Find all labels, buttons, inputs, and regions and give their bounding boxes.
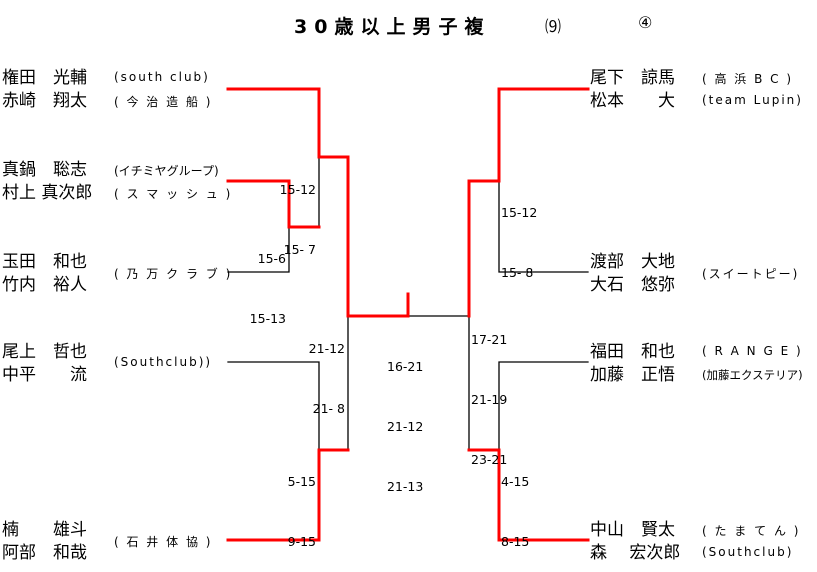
player-name: 福田 和也 (590, 342, 675, 362)
line-left-team1-win (226, 87, 350, 159)
score-game: 8-15 (501, 534, 530, 549)
score-final: 16-21 21-12 21-13 (387, 317, 423, 517)
line-right-team2 (498, 180, 589, 273)
player-name: 中平 流 (2, 365, 87, 385)
player-name: 権田 光輔 (2, 68, 87, 88)
score-game: 21-12 (387, 419, 424, 434)
score-left-r2-top: 15-12 15- 7 (240, 140, 316, 280)
player-name: 赤崎 翔太 (2, 91, 87, 111)
line-left-team2-win (226, 179, 321, 229)
player-name: 楠 雄斗 (2, 520, 87, 540)
score-game: 15-13 (249, 311, 286, 326)
score-game: 15-6 (257, 251, 286, 266)
score-game: 21-12 (308, 341, 345, 356)
club-name: (Southclub) (702, 545, 794, 559)
club-name: ( 高 浜 B C ) (702, 72, 794, 86)
score-game: 4-15 (501, 474, 530, 489)
player-name: 阿部 和哉 (2, 543, 87, 563)
club-name: (Southclub)) (114, 355, 213, 369)
line-left-team3 (227, 226, 290, 273)
line-right-team3 (498, 361, 589, 451)
club-name: ( 今 治 造 船 ) (114, 95, 213, 109)
score-game: 15-12 (279, 182, 316, 197)
bracket-number: ④ (638, 13, 653, 32)
player-name: 竹内 裕人 (2, 275, 87, 295)
score-game: 16-21 (387, 359, 424, 374)
club-name: ( R A N G E ) (702, 344, 803, 358)
player-name: 玉田 和也 (2, 252, 87, 272)
score-game: 21-19 (471, 392, 508, 407)
score-game: 21- 8 (312, 401, 345, 416)
club-name: ( た ま て ん ) (702, 524, 801, 538)
score-game: 5-15 (287, 474, 316, 489)
player-name: 尾上 哲也 (2, 342, 87, 362)
score-game: 15- 7 (283, 242, 316, 257)
score-left-r2-bottom: 5-15 9-15 (240, 432, 316, 572)
line-left-team4 (227, 361, 320, 451)
score-game: 15-12 (501, 205, 538, 220)
line-left-semi-win (346, 155, 410, 318)
player-name: 中山 賢太 (590, 520, 675, 540)
line-right-team1-win (467, 87, 590, 318)
entry-count: ⑼ (545, 17, 562, 36)
club-name: (イチミヤグループ) (114, 164, 219, 178)
score-right-semi: 17-21 21-19 23-21 (471, 290, 507, 490)
score-game: 21-13 (387, 479, 424, 494)
score-left-r1: 15-6 15-13 (210, 209, 286, 349)
score-game: 15- 8 (501, 265, 534, 280)
score-right-r2-top: 15-12 15- 8 (501, 163, 537, 303)
score-game: 9-15 (287, 534, 316, 549)
score-left-semi: 21-12 21- 8 (269, 299, 345, 439)
player-name: 加藤 正悟 (590, 365, 675, 385)
player-name: 森 宏次郎 (590, 543, 681, 563)
club-name: (team Lupin) (702, 93, 803, 107)
club-name: ( 石 井 体 協 ) (114, 535, 213, 549)
club-name: ( 乃 万 ク ラ ブ ) (114, 267, 233, 281)
player-name: 真鍋 聡志 (2, 160, 87, 180)
player-name: 松本 大 (590, 91, 675, 111)
club-name: ( ス マ ッ シ ュ ) (114, 187, 233, 201)
score-game: 17-21 (471, 332, 508, 347)
score-right-r2-bottom: 4-15 8-15 (501, 432, 529, 572)
club-name: (加藤エクステリア) (702, 368, 803, 382)
club-name: (south club) (114, 70, 210, 84)
line-left-team5-win (226, 448, 350, 542)
page-title: 30歳以上男子複 (294, 16, 491, 38)
player-name: 尾下 諒馬 (590, 68, 675, 88)
line-right-team4-win (467, 448, 590, 542)
player-name: 渡部 大地 (590, 252, 675, 272)
player-name: 大石 悠弥 (590, 275, 675, 295)
player-name: 村上 真次郎 (2, 183, 93, 203)
score-game: 23-21 (471, 452, 508, 467)
club-name: (スイートピー) (702, 267, 800, 281)
